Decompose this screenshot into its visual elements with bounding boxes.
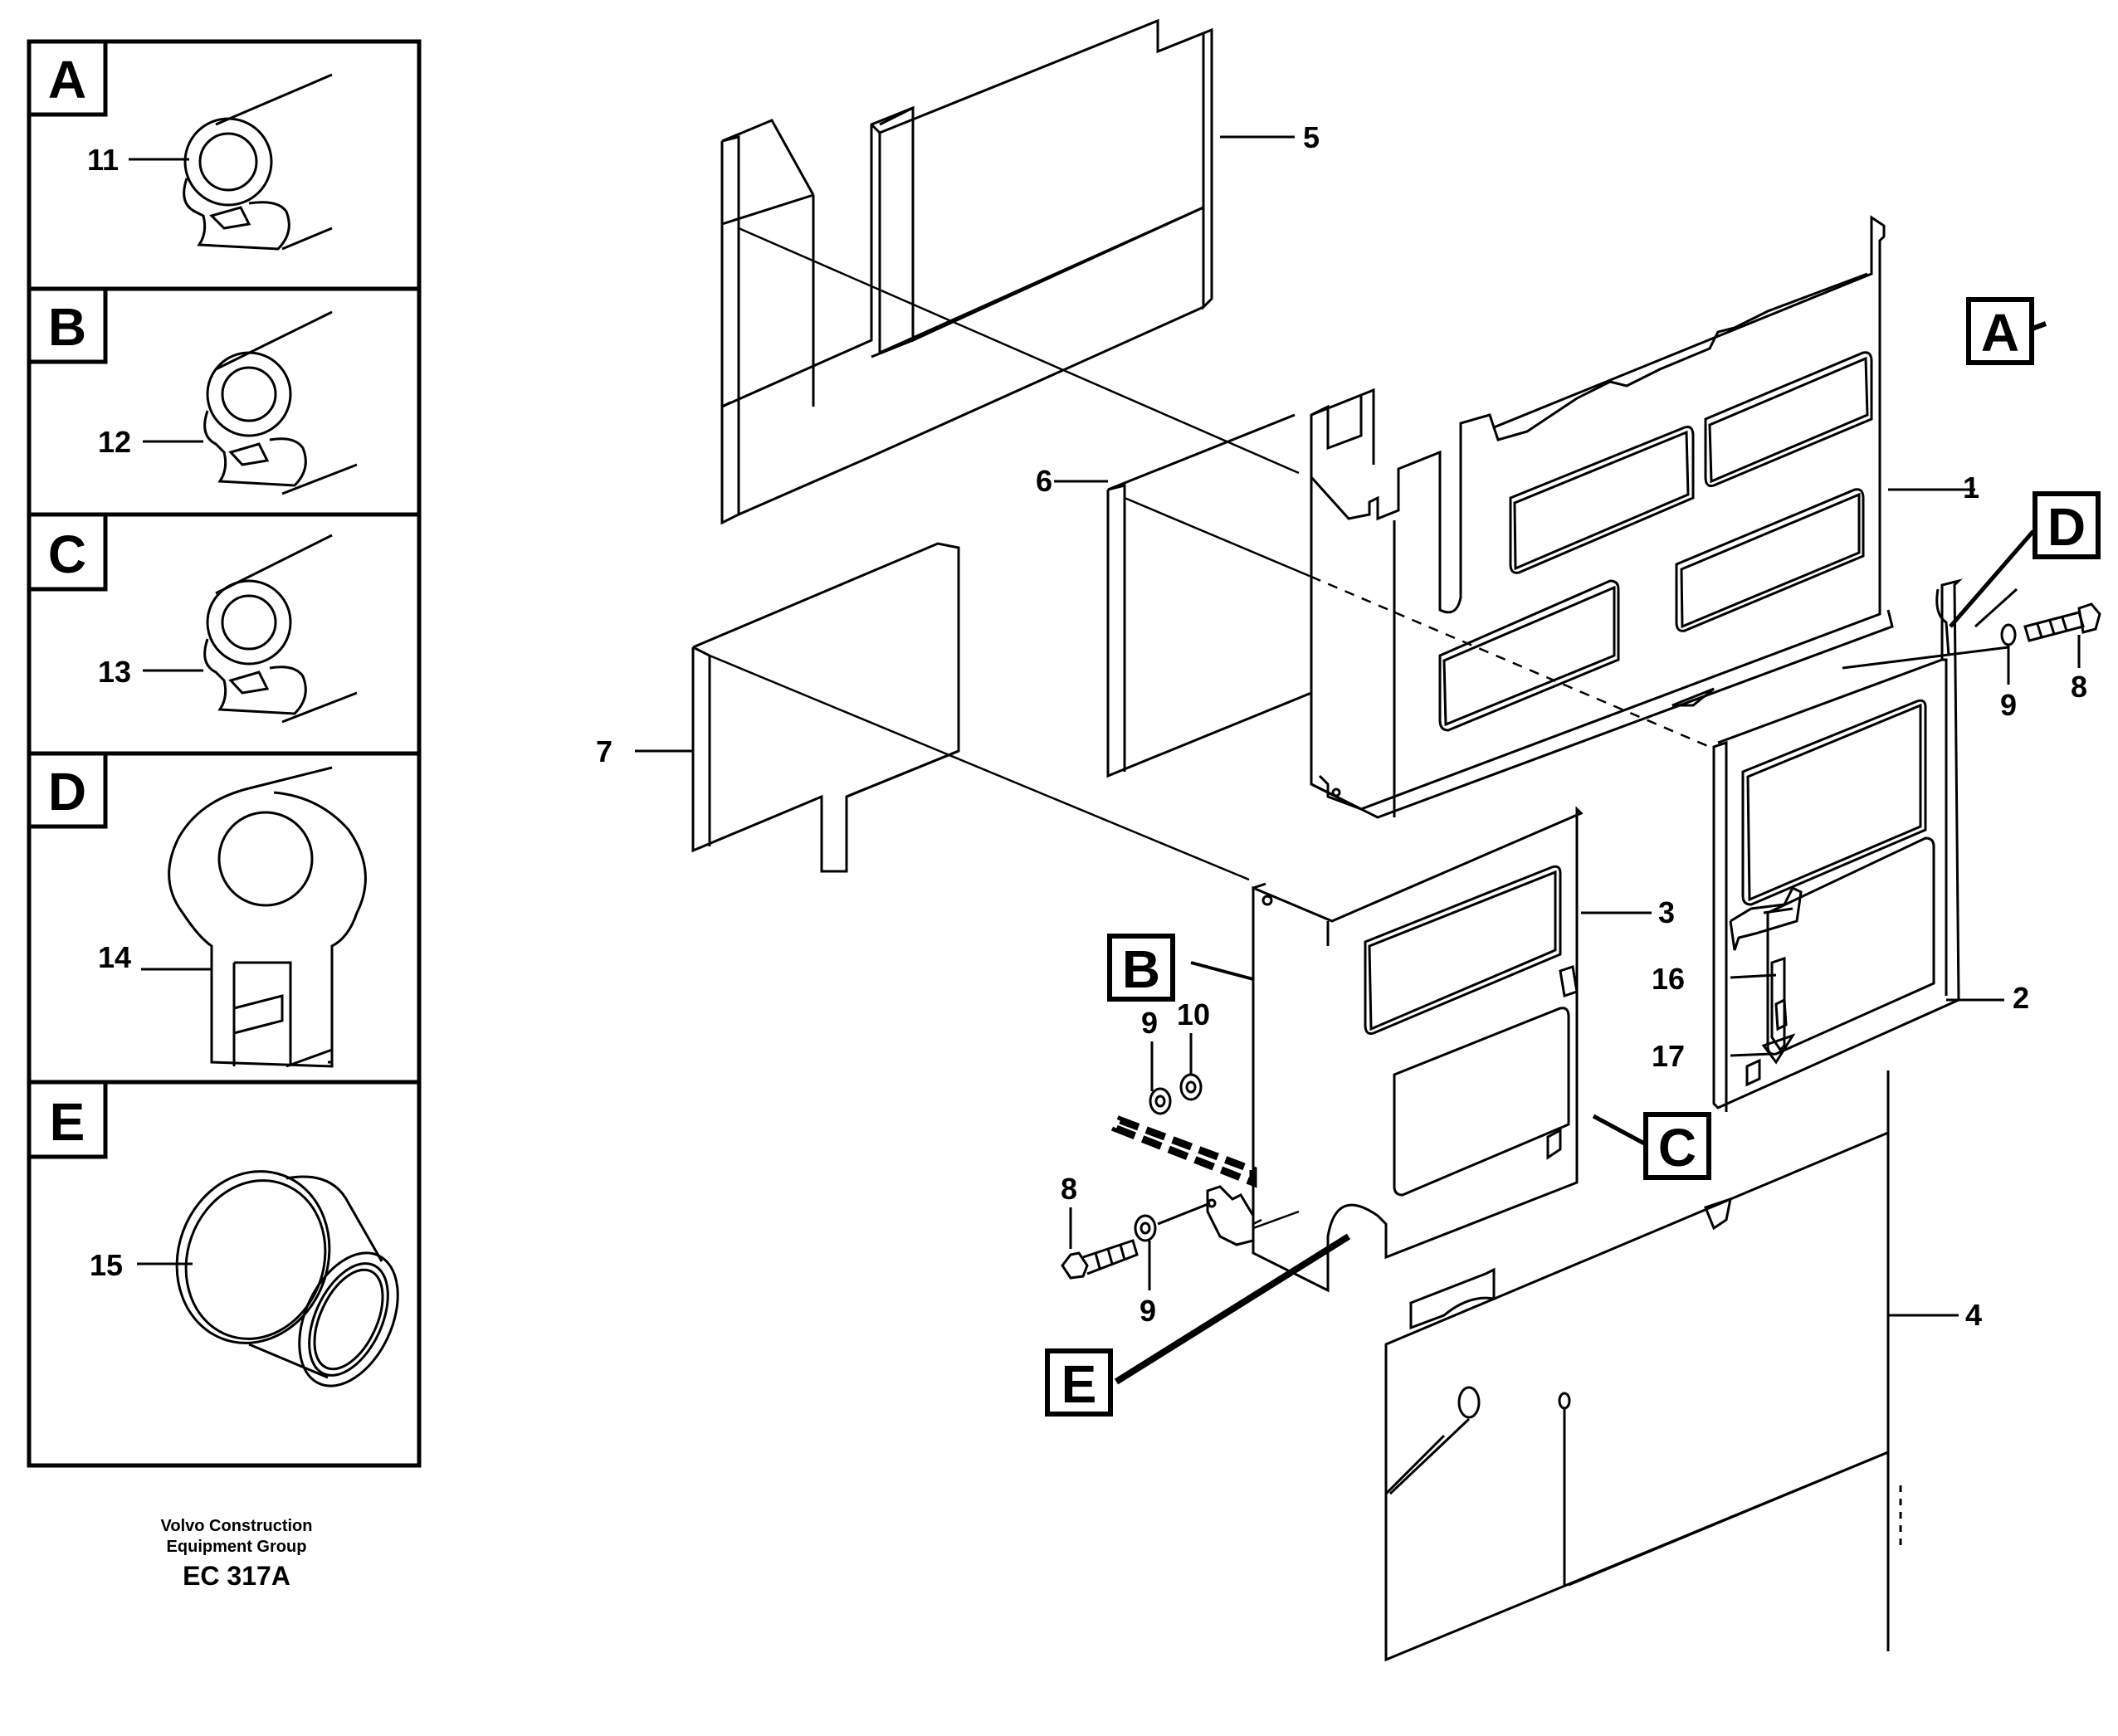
inset-letter-a: A bbox=[48, 50, 86, 110]
grommet-icon bbox=[175, 1170, 399, 1387]
part-4-bottom-plate bbox=[1384, 1070, 1959, 1662]
part-number-9-upper: 9 bbox=[1141, 1006, 1158, 1040]
part-6-insulation-panel bbox=[1054, 388, 1375, 778]
callout-letter-d: D bbox=[2047, 497, 2086, 557]
part-leader-lines bbox=[1069, 635, 2081, 1290]
washer-icon bbox=[2000, 623, 2017, 646]
bolt-icon bbox=[1061, 1239, 1139, 1280]
part-number-12: 12 bbox=[98, 425, 131, 459]
part-number-15: 15 bbox=[90, 1248, 123, 1282]
callout-letter-a: A bbox=[1981, 303, 2019, 363]
part-number-9-right: 9 bbox=[2000, 688, 2017, 722]
inset-letter-c: C bbox=[48, 524, 86, 584]
washer-icon bbox=[1134, 1214, 1157, 1242]
part-number-1: 1 bbox=[1963, 471, 1979, 505]
part-number-8-lower: 8 bbox=[1061, 1172, 1077, 1206]
callout-box-e: E bbox=[1045, 1348, 1113, 1417]
washer-icon bbox=[1179, 1073, 1203, 1101]
part-number-8-right: 8 bbox=[2071, 670, 2087, 704]
footer-figure-code: EC 317A bbox=[183, 1561, 290, 1591]
callout-letter-c: C bbox=[1658, 1118, 1696, 1178]
part-number-17: 17 bbox=[1652, 1039, 1685, 1073]
inset-panel-d: D 14 bbox=[27, 751, 422, 1085]
inset-panel-c: C 13 bbox=[27, 512, 422, 756]
footer: Volvo Construction Equipment Group EC 31… bbox=[161, 1517, 313, 1591]
part-2-door-panel bbox=[1712, 578, 2004, 1112]
inset-letter-b: B bbox=[48, 297, 86, 357]
footer-company-line1: Volvo Construction bbox=[161, 1517, 313, 1535]
part-number-7: 7 bbox=[596, 734, 612, 768]
inset-panel-e: E 15 bbox=[27, 1080, 422, 1468]
part-number-14: 14 bbox=[98, 940, 131, 974]
seal-profile-icon bbox=[168, 766, 367, 1068]
callout-box-b: B bbox=[1107, 934, 1175, 1002]
part-number-4: 4 bbox=[1965, 1298, 1982, 1332]
part-number-9-lower: 9 bbox=[1140, 1294, 1156, 1328]
callout-box-a: A bbox=[1966, 297, 2034, 365]
callout-box-d: D bbox=[2033, 491, 2101, 559]
seal-profile-icon bbox=[203, 534, 358, 724]
part-3-front-panel bbox=[1252, 806, 1652, 1293]
callout-letter-e: E bbox=[1061, 1354, 1097, 1414]
callout-letter-b: B bbox=[1122, 939, 1160, 999]
seal-profile-icon bbox=[203, 310, 358, 495]
inset-panel-b: B 12 bbox=[27, 286, 422, 517]
part-number-6: 6 bbox=[1036, 464, 1052, 498]
inset-panel-a: A 11 bbox=[27, 39, 422, 291]
seal-profile-icon bbox=[183, 73, 333, 251]
part-number-10: 10 bbox=[1177, 997, 1210, 1031]
part-number-5: 5 bbox=[1303, 120, 1320, 154]
part-number-2: 2 bbox=[2013, 981, 2029, 1015]
part-7-insulation-panel bbox=[635, 542, 960, 873]
part-number-13: 13 bbox=[98, 655, 131, 689]
bolt-icon bbox=[2023, 602, 2101, 642]
assembly-leader-lines bbox=[709, 227, 1711, 1230]
part-5-insulation-panel bbox=[720, 18, 1295, 525]
part-1-rear-panel bbox=[1310, 215, 1975, 819]
callout-box-c: C bbox=[1643, 1112, 1711, 1180]
inset-letter-e: E bbox=[50, 1092, 85, 1152]
part-number-11: 11 bbox=[87, 143, 119, 177]
footer-company-line2: Equipment Group bbox=[167, 1538, 307, 1556]
washer-icon bbox=[1149, 1087, 1172, 1115]
part-number-16: 16 bbox=[1652, 962, 1685, 996]
hinge-bracket bbox=[1110, 1115, 1257, 1246]
inset-letter-d: D bbox=[48, 762, 86, 822]
part-number-3: 3 bbox=[1658, 895, 1675, 929]
